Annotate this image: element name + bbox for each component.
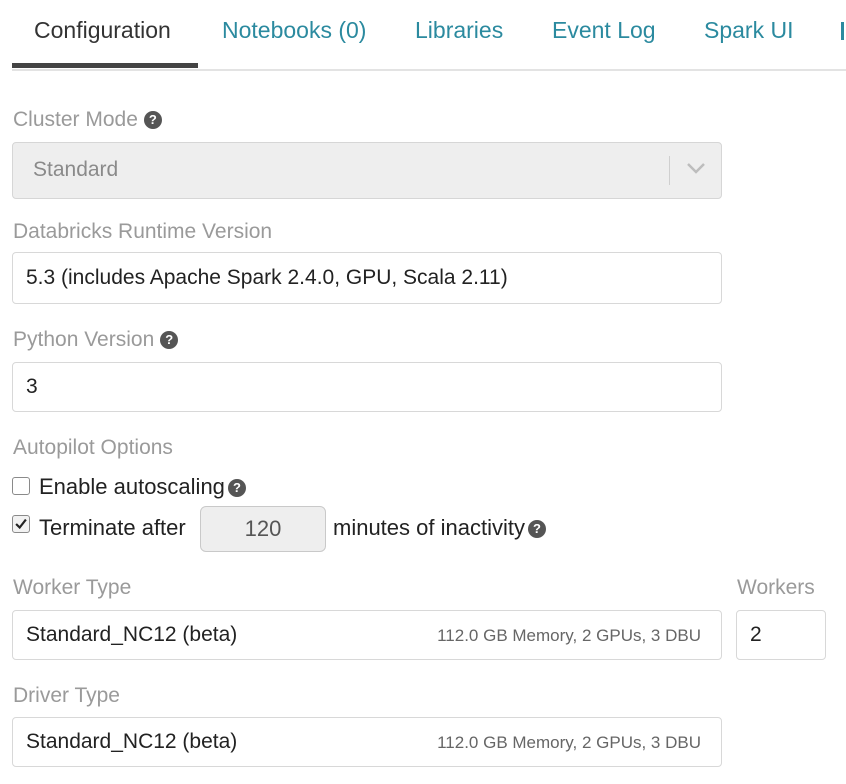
terminate-checkbox[interactable] bbox=[12, 515, 30, 533]
worker-type-value: Standard_NC12 (beta) bbox=[26, 623, 238, 646]
python-version-value: 3 bbox=[26, 375, 38, 398]
python-version-help-icon[interactable]: ? bbox=[160, 331, 179, 349]
terminate-option: Terminate after bbox=[12, 515, 202, 541]
autoscaling-checkbox[interactable] bbox=[12, 477, 30, 495]
tab-event-log[interactable]: Event Log bbox=[552, 17, 656, 43]
tab-spark-ui[interactable]: Spark UI bbox=[704, 17, 794, 43]
chevron-down-icon bbox=[687, 163, 705, 174]
worker-type-select[interactable]: Standard_NC12 (beta) 112.0 GB Memory, 2 … bbox=[12, 610, 722, 660]
terminate-label: Terminate after bbox=[39, 515, 186, 540]
tab-libraries[interactable]: Libraries bbox=[415, 17, 504, 43]
runtime-label: Databricks Runtime Version bbox=[13, 220, 273, 243]
checkmark-icon bbox=[15, 518, 27, 530]
worker-type-label: Worker Type bbox=[13, 576, 132, 599]
runtime-version-field[interactable]: 5.3 (includes Apache Spark 2.4.0, GPU, S… bbox=[12, 252, 722, 304]
select-divider bbox=[669, 156, 670, 185]
inactivity-text: minutes of inactivity? bbox=[333, 515, 546, 541]
autoscaling-help-icon[interactable]: ? bbox=[227, 479, 246, 497]
cluster-mode-value: Standard bbox=[33, 158, 119, 181]
workers-count-input[interactable]: 2 bbox=[736, 610, 826, 660]
python-version-label: Python Version? bbox=[13, 328, 179, 352]
cluster-mode-select[interactable]: Standard bbox=[12, 142, 722, 199]
driver-type-label: Driver Type bbox=[13, 684, 120, 707]
runtime-version-value: 5.3 (includes Apache Spark 2.4.0, GPU, S… bbox=[26, 266, 508, 289]
tab-overflow-indicator[interactable] bbox=[841, 22, 844, 40]
driver-type-select[interactable]: Standard_NC12 (beta) 112.0 GB Memory, 2 … bbox=[12, 717, 722, 767]
driver-type-spec: 112.0 GB Memory, 2 GPUs, 3 DBU bbox=[437, 733, 701, 752]
terminate-help-icon[interactable]: ? bbox=[527, 520, 546, 538]
python-version-field[interactable]: 3 bbox=[12, 362, 722, 412]
terminate-minutes-input[interactable]: 120 bbox=[200, 506, 326, 552]
cluster-mode-label: Cluster Mode? bbox=[13, 108, 162, 132]
driver-type-value: Standard_NC12 (beta) bbox=[26, 730, 238, 753]
worker-type-spec: 112.0 GB Memory, 2 GPUs, 3 DBU bbox=[437, 626, 701, 645]
active-tab-indicator bbox=[12, 63, 198, 68]
autoscaling-option: Enable autoscaling? bbox=[12, 474, 312, 500]
workers-label: Workers bbox=[737, 576, 815, 599]
tab-configuration[interactable]: Configuration bbox=[34, 17, 171, 43]
tab-notebooks[interactable]: Notebooks (0) bbox=[222, 17, 367, 43]
autoscaling-label: Enable autoscaling bbox=[39, 474, 225, 499]
workers-count-value: 2 bbox=[750, 623, 762, 646]
tab-bar: Configuration Notebooks (0) Libraries Ev… bbox=[12, 0, 846, 71]
cluster-mode-help-icon[interactable]: ? bbox=[143, 111, 162, 129]
autopilot-options-label: Autopilot Options bbox=[13, 436, 173, 459]
